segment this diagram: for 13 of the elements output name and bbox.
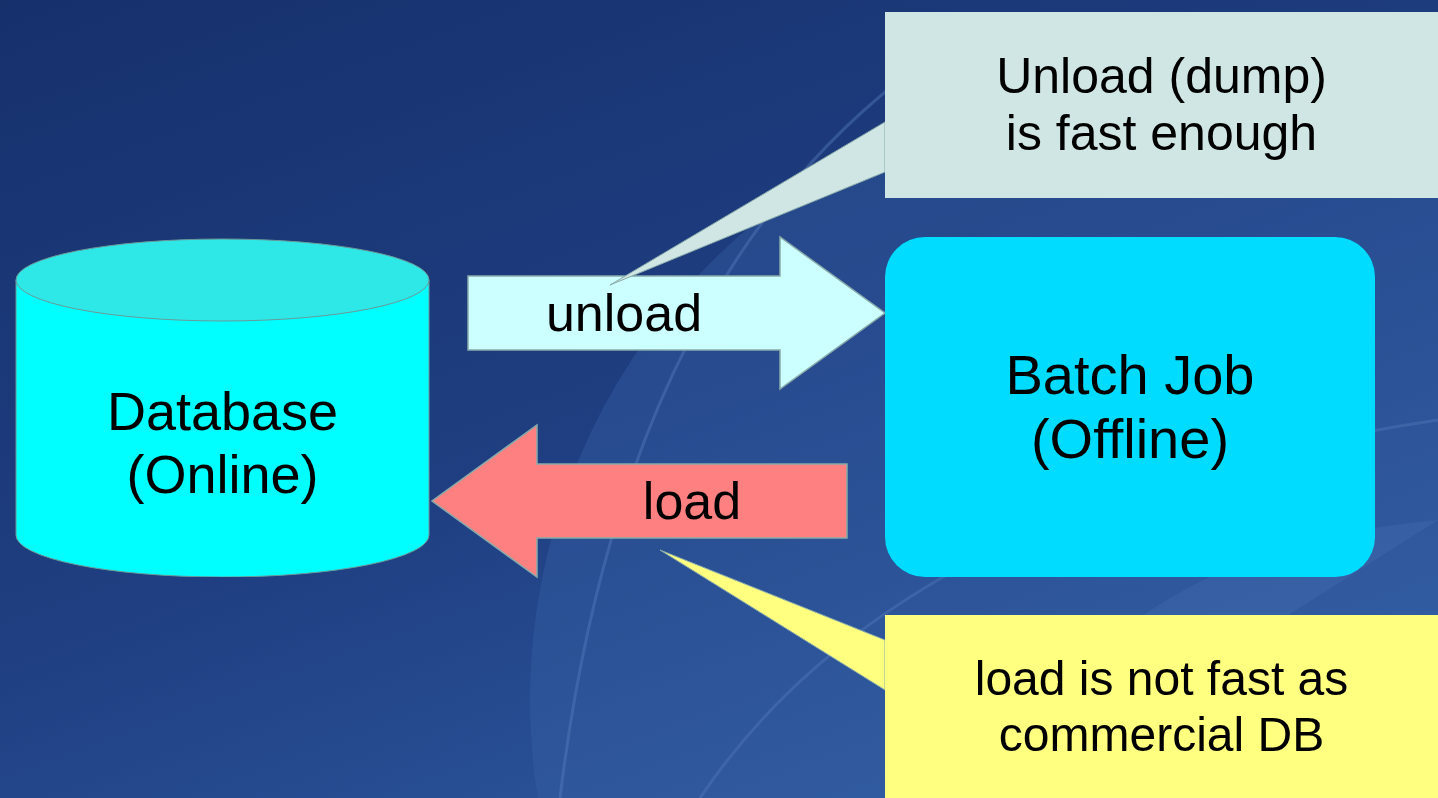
process-box [885, 237, 1375, 577]
edge-label: unload [544, 283, 704, 344]
node-label: Database (Online) [105, 380, 340, 505]
callout-box [885, 615, 1438, 798]
callout-pointer [659, 549, 886, 691]
callout-pointer [609, 121, 886, 286]
node-label: Unload (dump) is fast enough [995, 47, 1328, 163]
edge-label: load [641, 471, 743, 532]
node-label: Batch Job (Offline) [1004, 342, 1256, 472]
callout-box [885, 12, 1438, 198]
block-arrow [430, 423, 848, 579]
block-arrow [467, 235, 887, 391]
node-label: load is not fast as commercial DB [973, 651, 1350, 762]
